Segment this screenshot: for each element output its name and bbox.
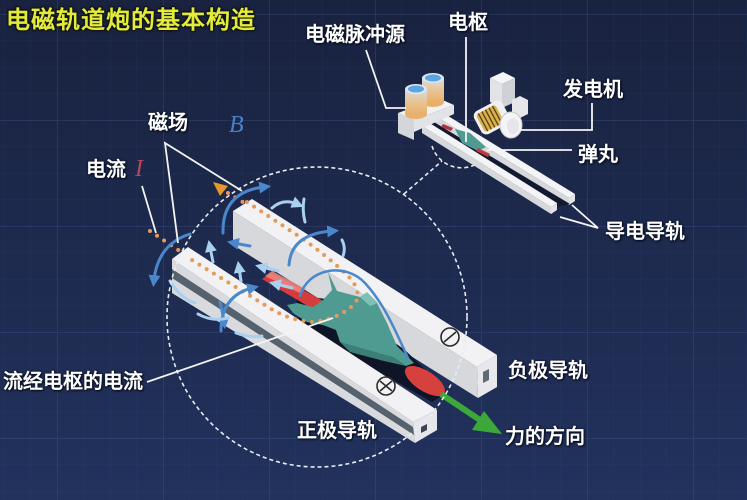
coil-line: [488, 107, 499, 126]
force-arrow-icon: [439, 391, 502, 434]
label-projectile: 弹丸: [578, 142, 618, 166]
label-force-direction: 力的方向: [505, 424, 585, 448]
label-armature: 电枢: [448, 10, 488, 34]
generator-box-top: [490, 72, 515, 84]
field-arc: [340, 238, 346, 258]
rail-end-mark: [421, 424, 427, 433]
coil-line: [481, 111, 492, 130]
coil-line: [477, 113, 489, 132]
field-arrow-icon: [221, 181, 272, 235]
generator-box-right: [502, 78, 515, 108]
armature-body: [287, 272, 414, 366]
field-arc: [168, 279, 197, 305]
field-arc: [196, 312, 230, 321]
armature: [287, 272, 414, 366]
label-positive-rail: 正极导轨: [297, 418, 377, 442]
current-arrow-icon: [213, 182, 228, 196]
leader-generator: [520, 103, 593, 131]
overview-armature: [455, 129, 486, 151]
positive-rail: [172, 247, 437, 443]
leader-conductive-rails: [559, 204, 599, 229]
capacitor-cap: [408, 85, 424, 93]
capacitor-front: [405, 84, 427, 119]
field-arrow-icon: [226, 237, 252, 250]
rail-side-stripe: [172, 269, 414, 435]
magnetic-field-symbol: B: [229, 112, 244, 138]
field-arc: [234, 331, 264, 339]
capacitor-body: [405, 89, 427, 114]
negative-marker-icon: [440, 327, 460, 347]
field-arrow-icon: [205, 239, 217, 264]
positive-marker-icon: [376, 376, 396, 396]
rail-end-face: [569, 194, 575, 205]
label-armature-current: 流经电枢的电流: [3, 369, 143, 393]
leader-pulse-source: [365, 49, 406, 109]
armature-highlight: [360, 292, 378, 306]
pulse-power-supply: [398, 73, 454, 140]
rail-top-face: [172, 247, 437, 422]
capacitor-back: [422, 73, 444, 107]
overview-railgun: [398, 72, 575, 214]
capacitor-body: [422, 78, 444, 102]
marker-circle: [376, 376, 396, 396]
field-arrow-icon: [148, 232, 192, 288]
projectile: [404, 365, 446, 397]
leader-lines: [141, 37, 599, 383]
label-current: 电流: [86, 157, 126, 181]
armature-shade: [340, 342, 406, 366]
field-arrow-icon: [269, 279, 294, 291]
leader-armature-current: [146, 317, 334, 383]
field-arc: [301, 197, 307, 224]
leader-magnetic-field: [163, 141, 243, 244]
label-pulse-source: 电磁脉冲源: [305, 22, 405, 46]
overview-projectile: [476, 148, 490, 157]
current-dots-outlet: [226, 191, 248, 206]
generator: [473, 72, 528, 139]
marker-cross: [379, 380, 393, 392]
label-generator: 发电机: [563, 77, 623, 101]
supply-base-left: [398, 113, 414, 140]
magnifier-circle: [166, 166, 468, 468]
overview-projectile-rear: [441, 124, 453, 131]
supply-base-right: [414, 105, 454, 132]
rail-top-face: [434, 111, 575, 198]
current-path: [148, 191, 360, 325]
rail-end-socket: [483, 369, 489, 383]
rail-end-face: [551, 203, 557, 214]
field-loop-armature: [298, 269, 410, 360]
generator-side-box: [512, 96, 528, 118]
label-conductive-rails: 导电导轨: [605, 219, 685, 243]
field-arrow-icon: [255, 262, 280, 274]
generator-box-front: [490, 78, 502, 108]
field-arrow-icon: [217, 300, 230, 330]
field-arrow-icon: [287, 225, 340, 267]
zoom-source-circle: [431, 145, 489, 169]
field-arrow-icon: [233, 260, 246, 283]
zoom-connector-line: [403, 160, 443, 195]
current-symbol: I: [135, 156, 143, 182]
current-dots-rails: [185, 200, 360, 325]
current-dots-inlet: [148, 229, 186, 256]
capacitor-cap: [425, 74, 441, 82]
leader-current: [141, 185, 157, 234]
label-magnetic-field: 磁场: [148, 110, 188, 134]
coil-line: [484, 109, 496, 128]
force-arrow-head: [472, 411, 502, 434]
projectile-rear-highlight: [265, 271, 306, 293]
marker-minus: [443, 331, 457, 343]
overview-lower-rail: [422, 122, 557, 214]
label-negative-rail: 负极导轨: [508, 358, 588, 382]
force-arrow-shaft: [439, 391, 482, 423]
generator-shaft: [507, 118, 519, 134]
marker-circle: [440, 327, 460, 347]
rail-top-face: [422, 122, 557, 207]
magnetic-field-arrows: [148, 181, 410, 360]
rail-side-face: [422, 126, 551, 214]
diagram-title: 电磁轨道炮的基本构造: [6, 6, 256, 34]
field-arrow-icon: [270, 196, 304, 210]
